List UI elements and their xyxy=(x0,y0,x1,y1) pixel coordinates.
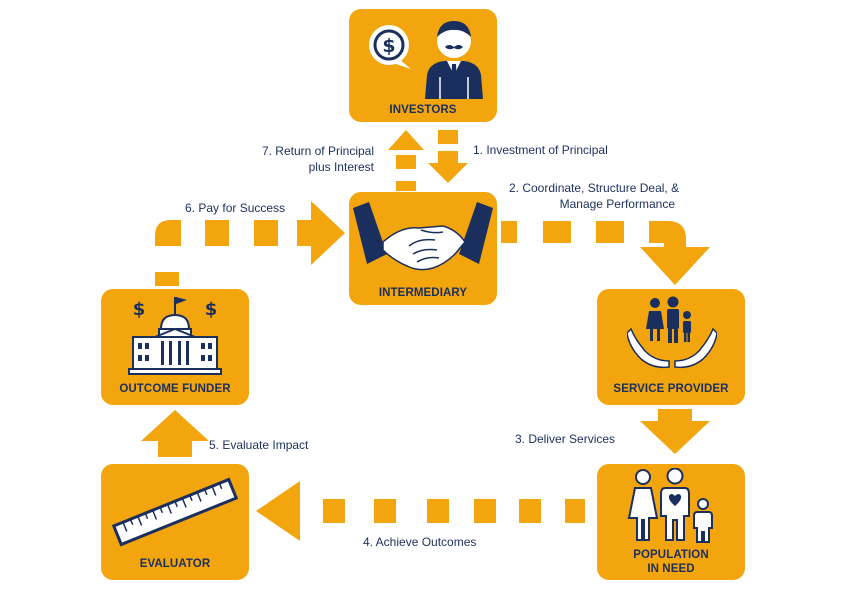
arrow-6-dash xyxy=(254,220,278,246)
svg-text:$: $ xyxy=(382,35,395,57)
arrow-4-dash xyxy=(565,499,585,523)
step-7-label-line1: 7. Return of Principal xyxy=(261,144,374,158)
government-building-icon: $ $ xyxy=(128,297,222,375)
arrow-6-head xyxy=(311,201,345,265)
arrow-2-corner xyxy=(649,221,686,247)
population-label-line1: POPULATION xyxy=(633,549,709,561)
arrow-4-head xyxy=(256,481,300,541)
dollar-icon: $ xyxy=(205,299,218,320)
arrow-6-dash xyxy=(155,272,179,286)
arrow-6-corner xyxy=(155,220,181,246)
arrow-2-dash xyxy=(501,221,517,243)
step-6-label: 6. Pay for Success xyxy=(185,201,286,215)
service-provider-box: SERVICE PROVIDER xyxy=(597,289,745,405)
step-4-label: 4. Achieve Outcomes xyxy=(363,535,477,549)
arrow-2-head xyxy=(640,247,710,285)
service-provider-label: SERVICE PROVIDER xyxy=(613,383,729,395)
dollar-icon: $ xyxy=(133,299,146,320)
step-3-label: 3. Deliver Services xyxy=(515,432,616,446)
step-5-label: 5. Evaluate Impact xyxy=(209,438,309,452)
evaluator-box: EVALUATOR xyxy=(101,464,249,580)
step-2-label-line2: Manage Performance xyxy=(559,197,675,211)
arrow-1-dash xyxy=(438,151,458,163)
arrow-7-dash xyxy=(396,181,416,191)
arrow-2-dash xyxy=(543,221,571,243)
investors-box: $ INVESTORS xyxy=(349,9,497,122)
family-in-hands-icon xyxy=(627,296,717,369)
arrow-3-head xyxy=(640,421,710,454)
arrow-4-dash xyxy=(519,499,541,523)
evaluator-label: EVALUATOR xyxy=(139,558,211,570)
arrow-6-dash xyxy=(205,220,229,246)
handshake-icon xyxy=(353,202,493,271)
arrow-5-dash xyxy=(158,441,192,457)
outcome-funder-box: $ $ OUTCOME FUNDER xyxy=(101,289,249,405)
step-1-label: 1. Investment of Principal xyxy=(473,143,608,157)
investor-with-dollar-icon: $ xyxy=(369,21,483,99)
arrow-4-dash xyxy=(323,499,345,523)
arrow-6-dash xyxy=(297,220,311,246)
arrow-5-head xyxy=(141,410,209,441)
arrow-7-dash xyxy=(396,155,416,169)
population-in-need-box: POPULATION IN NEED xyxy=(597,464,745,580)
intermediary-label: INTERMEDIARY xyxy=(378,287,468,299)
arrow-3-dash xyxy=(658,409,692,421)
intermediary-box: INTERMEDIARY xyxy=(349,192,497,305)
arrow-4-dash xyxy=(427,499,449,523)
ruler-icon xyxy=(111,477,239,547)
investors-label: INVESTORS xyxy=(389,104,457,116)
outcome-funder-label: OUTCOME FUNDER xyxy=(119,383,231,395)
step-7-label-line2: plus Interest xyxy=(308,160,374,174)
step-2-label-line1: 2. Coordinate, Structure Deal, & xyxy=(509,181,680,195)
population-label-line2: IN NEED xyxy=(647,563,695,575)
arrow-4-dash xyxy=(374,499,396,523)
family-icon xyxy=(627,468,713,543)
arrow-4-dash xyxy=(474,499,496,523)
arrow-1-dash xyxy=(438,130,458,144)
arrow-2-dash xyxy=(596,221,624,243)
arrow-7-head xyxy=(388,130,424,150)
arrow-1-head xyxy=(428,163,468,183)
